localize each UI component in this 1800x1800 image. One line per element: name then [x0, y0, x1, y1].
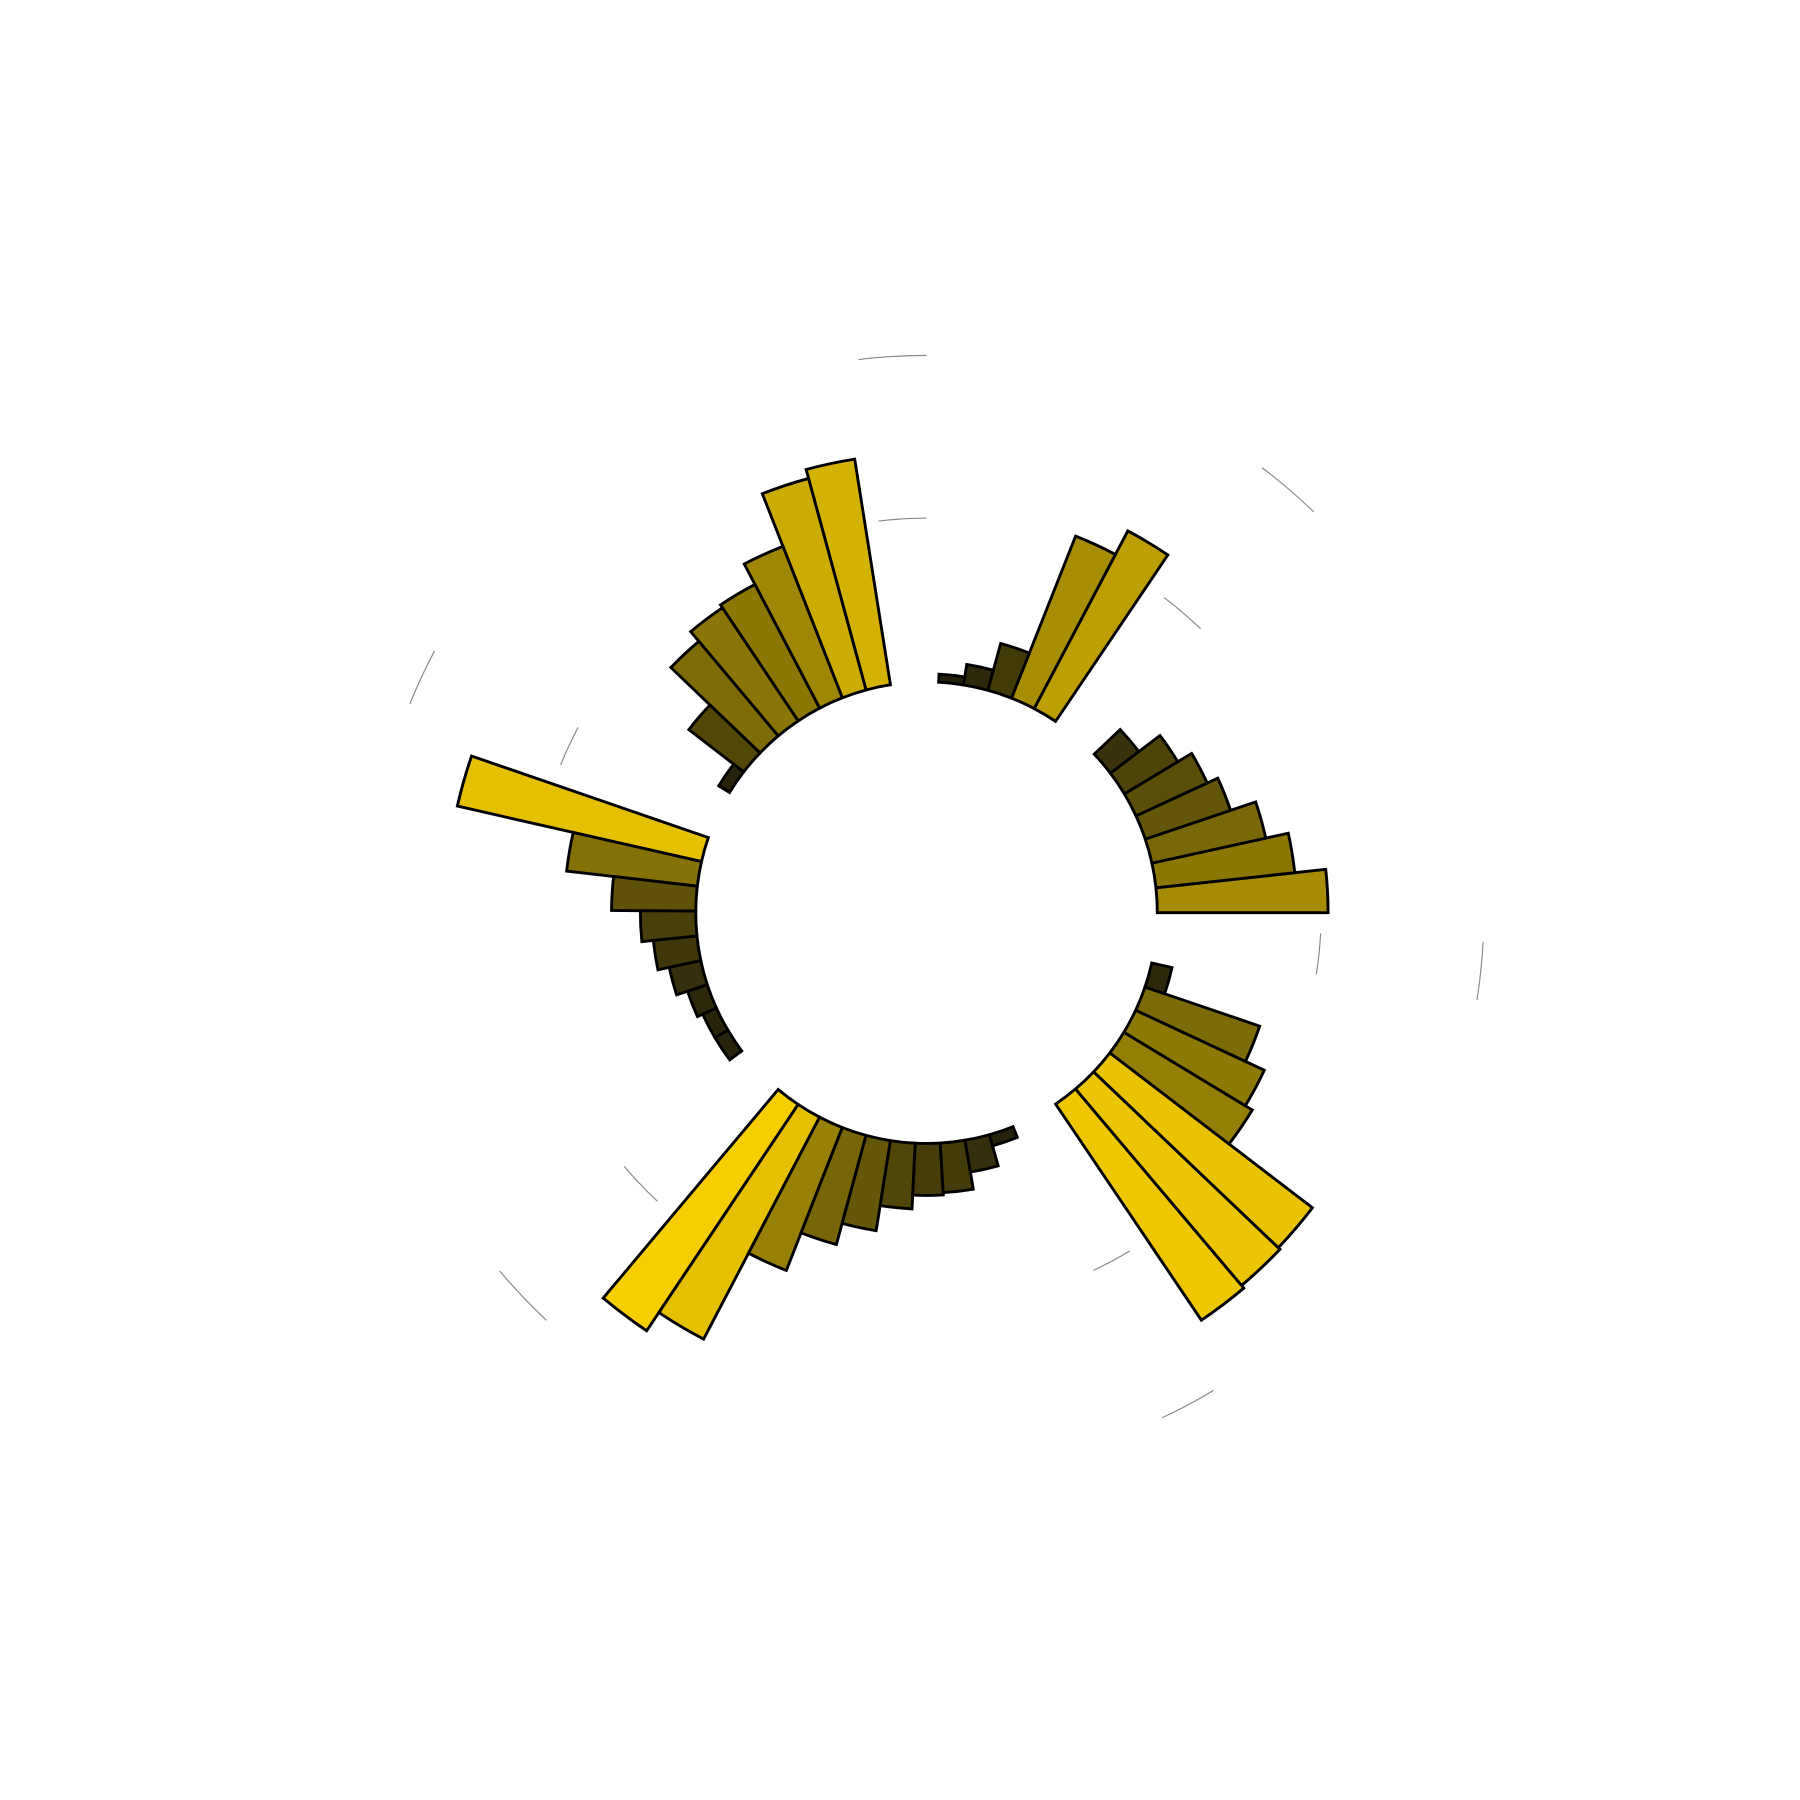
bar-group-6-6 [1133, 985, 1262, 1064]
bar-group-3-6 [668, 639, 781, 756]
bar-group-4-4 [638, 909, 699, 944]
bar-group-6-7 [1143, 961, 1174, 996]
grid-arc [878, 517, 927, 522]
grid-arc [1093, 1250, 1131, 1271]
bar-group-3-2 [760, 476, 868, 700]
grid-arc [1161, 1389, 1214, 1419]
bar-group-5-1 [601, 1087, 801, 1333]
bar-group-1-2 [1150, 831, 1297, 890]
bar-group-5-6 [878, 1138, 917, 1211]
bar-group-3-8 [716, 762, 746, 795]
bar-group-5-8 [938, 1138, 975, 1195]
bar-group-3-7 [686, 703, 763, 774]
grid-arcs [409, 354, 1484, 1419]
bars [455, 457, 1330, 1342]
bar-group-3-3 [742, 544, 845, 711]
bar-group-5-5 [840, 1133, 893, 1233]
bar-group-2-1 [1032, 529, 1170, 724]
bar-group-2-3 [986, 641, 1032, 701]
grid-arc [623, 1165, 658, 1202]
bar-group-2-2 [1009, 534, 1118, 711]
bar-group-1-5 [1122, 751, 1210, 818]
bar-group-1-6 [1108, 733, 1180, 796]
grid-arc [560, 727, 579, 766]
bar-group-5-10 [987, 1124, 1020, 1148]
grid-arc [1163, 597, 1202, 630]
grid-arc [1261, 467, 1315, 513]
bar-group-1-4 [1134, 776, 1233, 841]
bar-group-6-2 [1073, 1069, 1283, 1288]
grid-arc [1476, 941, 1484, 1000]
bar-group-3-1 [804, 457, 893, 692]
bar-group-6-3 [1091, 1050, 1315, 1250]
bar-group-6-1 [1053, 1086, 1246, 1323]
bar-group-5-9 [963, 1132, 1000, 1174]
bar-group-6-4 [1107, 1030, 1255, 1146]
bar-group-5-7 [911, 1141, 945, 1197]
bar-group-4-5 [651, 934, 703, 972]
bar-group-4-6 [667, 958, 710, 997]
bar-group-1-3 [1143, 800, 1268, 865]
bar-group-4-2 [565, 830, 704, 888]
grid-arc [1315, 933, 1322, 975]
bar-group-4-3 [610, 874, 699, 913]
bar-group-3-5 [688, 605, 801, 738]
bar-group-5-2 [656, 1102, 822, 1342]
bar-group-1-1 [1154, 867, 1330, 915]
grid-arc [858, 354, 927, 361]
bar-group-5-3 [746, 1115, 845, 1273]
bar-group-4-7 [685, 982, 719, 1019]
bar-group-6-5 [1121, 1008, 1267, 1108]
bar-group-2-4 [961, 662, 996, 692]
grid-arc [409, 650, 435, 705]
bar-group-5-4 [799, 1125, 868, 1247]
grid-arc [499, 1270, 547, 1321]
bar-group-2-5 [937, 672, 967, 687]
bar-group-3-4 [718, 582, 822, 723]
bar-group-4-1 [455, 754, 711, 864]
bar-group-1-7 [1092, 727, 1141, 776]
bar-group-4-9 [713, 1028, 744, 1062]
